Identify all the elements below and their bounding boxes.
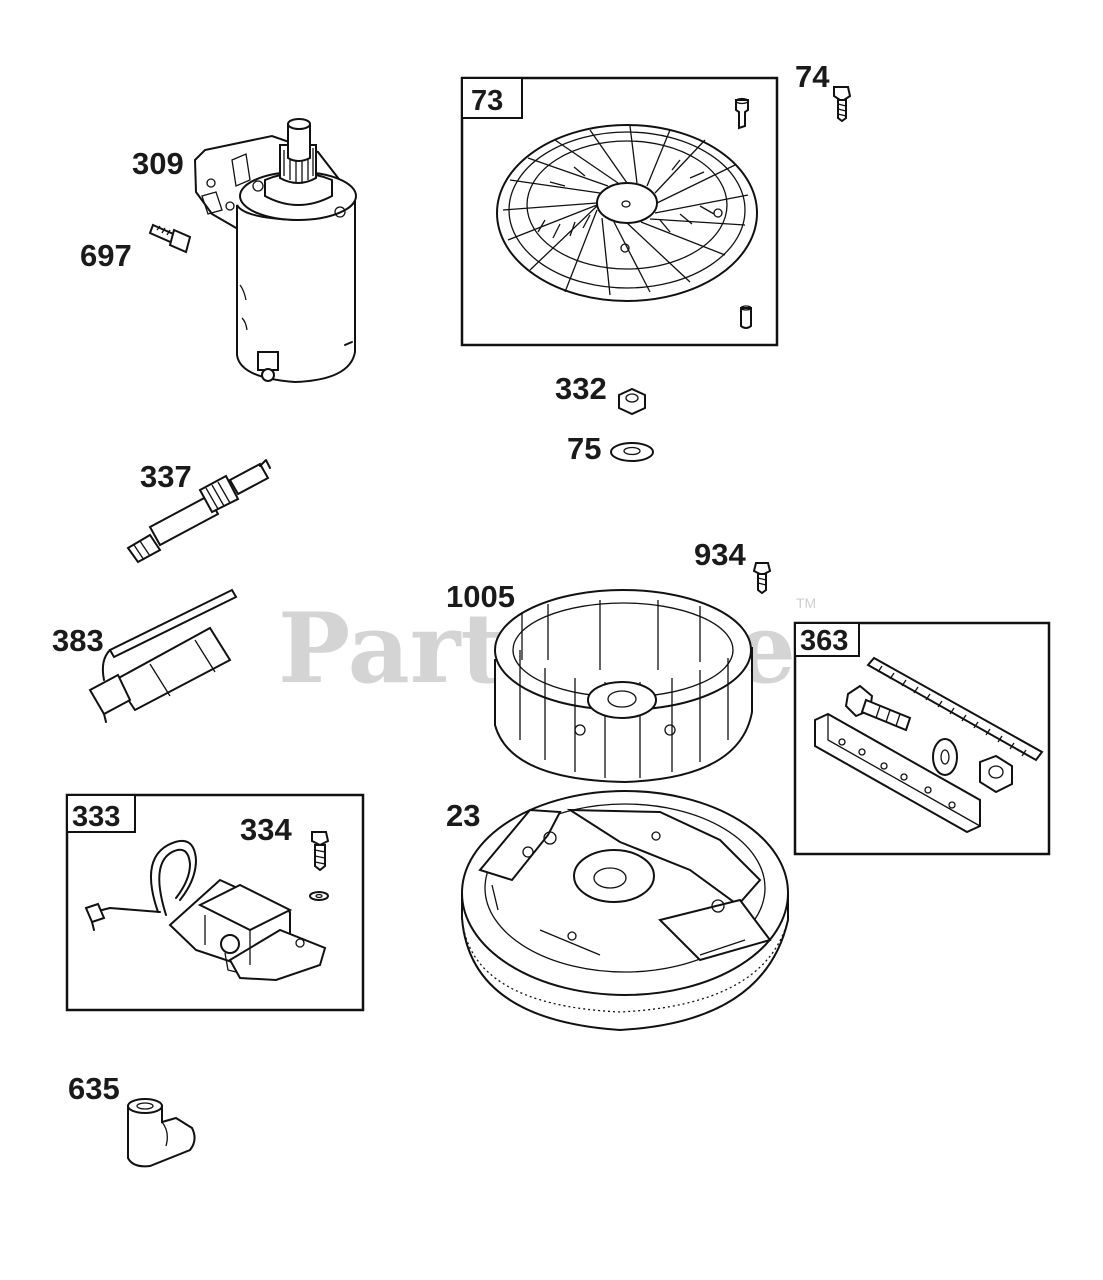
watermark-trademark: TM: [796, 595, 816, 611]
nut-332-part[interactable]: [618, 387, 646, 416]
ignition-armature-part[interactable]: [84, 840, 327, 982]
blower-housing-box: [460, 76, 779, 347]
armature-kit-box: [65, 793, 365, 1012]
blower-housing-screen-part[interactable]: [496, 97, 758, 329]
box-label-363[interactable]: 363: [800, 625, 848, 657]
screw-74-part[interactable]: [833, 86, 852, 123]
callout-1005[interactable]: 1005: [446, 579, 515, 614]
callout-309[interactable]: 309: [132, 146, 184, 181]
box-333-label-frame: [66, 794, 136, 833]
washer-75-part[interactable]: [610, 442, 654, 462]
fan-1005-part[interactable]: [494, 589, 753, 784]
callout-75[interactable]: 75: [567, 431, 601, 466]
spark-plug-wrench-part[interactable]: [88, 588, 238, 723]
callout-337[interactable]: 337: [140, 459, 192, 494]
flywheel-part[interactable]: [461, 790, 789, 1032]
callout-697[interactable]: 697: [80, 238, 132, 273]
callout-23[interactable]: 23: [446, 798, 480, 833]
callout-934[interactable]: 934: [694, 537, 746, 572]
puller-kit-box: [793, 621, 1051, 856]
callout-635[interactable]: 635: [68, 1071, 120, 1106]
starter-motor-part[interactable]: [193, 118, 357, 384]
box-label-333[interactable]: 333: [72, 801, 120, 833]
callout-332[interactable]: 332: [555, 371, 607, 406]
callout-74[interactable]: 74: [795, 59, 830, 94]
box-73-label-frame: [461, 77, 523, 119]
spark-plug-part[interactable]: [126, 459, 271, 564]
screw-334-part[interactable]: [309, 831, 330, 901]
spark-plug-boot-part[interactable]: [127, 1098, 196, 1168]
box-label-73[interactable]: 73: [471, 85, 503, 117]
box-363-label-frame: [794, 622, 860, 657]
starter-screw-part[interactable]: [148, 223, 192, 254]
puller-kit-parts[interactable]: [814, 656, 1044, 834]
callout-334[interactable]: 334: [240, 812, 292, 847]
callout-383[interactable]: 383: [52, 623, 104, 658]
screw-934-part[interactable]: [752, 562, 772, 595]
